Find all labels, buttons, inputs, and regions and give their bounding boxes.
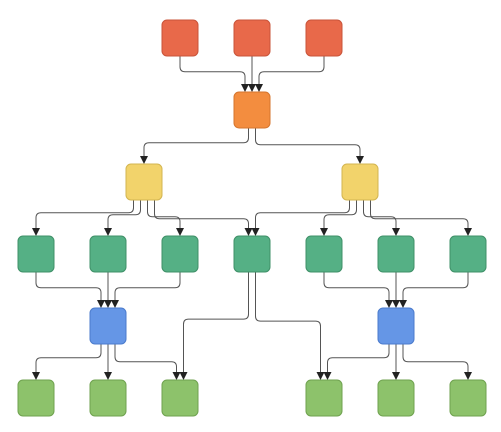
edge-y2-to-t5 xyxy=(320,200,357,236)
edge-y2-to-t6 xyxy=(363,200,400,236)
node-t4-teal[interactable] xyxy=(233,235,271,273)
edge-t1-to-b1 xyxy=(35,272,105,308)
node-t6-teal[interactable] xyxy=(377,235,415,273)
node-t5-teal[interactable] xyxy=(305,235,343,273)
edge-b2-to-g4 xyxy=(323,344,390,380)
edges-layer xyxy=(32,56,472,380)
node-t3-teal[interactable] xyxy=(161,235,199,273)
edge-y1-to-t2 xyxy=(104,200,141,236)
edge-b1-to-g3 xyxy=(114,344,181,380)
node-r3-red[interactable] xyxy=(305,19,343,57)
edge-t3-to-b1 xyxy=(111,272,181,308)
node-t1-teal[interactable] xyxy=(17,235,55,273)
node-g5-green[interactable] xyxy=(377,379,415,417)
nodes-layer xyxy=(17,19,487,417)
edge-o1-to-y2 xyxy=(255,128,364,164)
edge-t4-to-g4 xyxy=(255,272,325,380)
node-b1-blue[interactable] xyxy=(89,307,127,345)
edge-r1-to-o1 xyxy=(179,56,249,92)
node-g2-green[interactable] xyxy=(89,379,127,417)
node-t2-teal[interactable] xyxy=(89,235,127,273)
node-o1-orange[interactable] xyxy=(233,91,271,129)
node-g1-green[interactable] xyxy=(17,379,55,417)
edge-b1-to-g1 xyxy=(32,344,102,380)
edge-t7-to-b2 xyxy=(399,272,469,308)
edge-y1-to-t3 xyxy=(147,200,184,236)
edge-b2-to-g6 xyxy=(402,344,472,380)
edge-y2-to-t4 xyxy=(251,200,350,236)
node-b2-blue[interactable] xyxy=(377,307,415,345)
node-y2-yellow[interactable] xyxy=(341,163,379,201)
edge-y2-to-t7 xyxy=(370,200,472,236)
node-g6-green[interactable] xyxy=(449,379,487,417)
edge-o1-to-y1 xyxy=(140,128,249,164)
edge-r3-to-o1 xyxy=(255,56,325,92)
node-y1-yellow[interactable] xyxy=(125,163,163,201)
node-r1-red[interactable] xyxy=(161,19,199,57)
edge-t5-to-b2 xyxy=(323,272,393,308)
node-t7-teal[interactable] xyxy=(449,235,487,273)
node-r2-red[interactable] xyxy=(233,19,271,57)
edge-y1-to-t4 xyxy=(154,200,253,236)
node-g4-green[interactable] xyxy=(305,379,343,417)
edge-y1-to-t1 xyxy=(32,200,134,236)
node-g3-green[interactable] xyxy=(161,379,199,417)
edge-t4-to-g3 xyxy=(179,272,249,380)
